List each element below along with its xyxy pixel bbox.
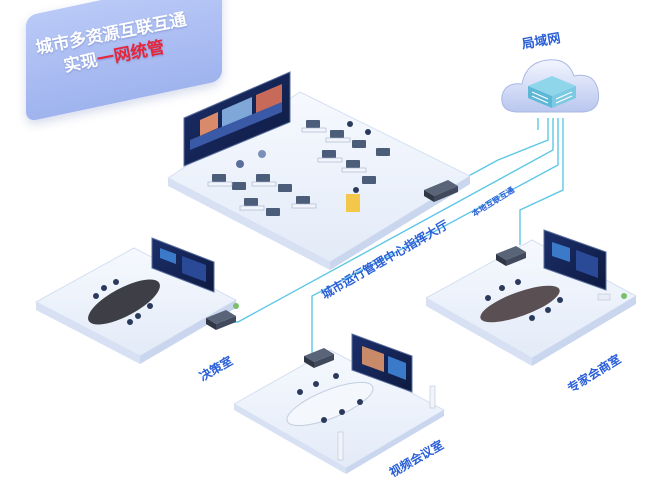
- plant-icon: [233, 303, 239, 309]
- expert-switch-icon: [496, 246, 526, 266]
- decision-screen: [151, 237, 215, 293]
- server-rack-icon: [528, 76, 576, 108]
- desk-tops: [207, 127, 367, 211]
- network-switch-icon: [424, 180, 458, 202]
- expert-screen: [543, 229, 607, 291]
- speaker-column-icon: [337, 385, 436, 461]
- expert-table: [480, 279, 563, 323]
- video-screen: [351, 333, 413, 393]
- banner-line-2-prefix: 实现: [62, 50, 100, 77]
- video-room-platform: [232, 333, 446, 474]
- workstation-desks: [212, 120, 390, 216]
- command-hall-platform: [167, 71, 472, 270]
- people: [236, 121, 371, 212]
- decision-switch-icon: [206, 310, 236, 330]
- video-table: [286, 373, 374, 427]
- video-wall: [183, 71, 291, 167]
- video-switch-icon: [304, 348, 334, 368]
- decision-table: [88, 279, 160, 325]
- decision-room-platform: [34, 237, 239, 364]
- cloud-lan: [501, 59, 600, 113]
- expert-plant-icon: [597, 293, 627, 301]
- expert-room-platform: [424, 229, 638, 366]
